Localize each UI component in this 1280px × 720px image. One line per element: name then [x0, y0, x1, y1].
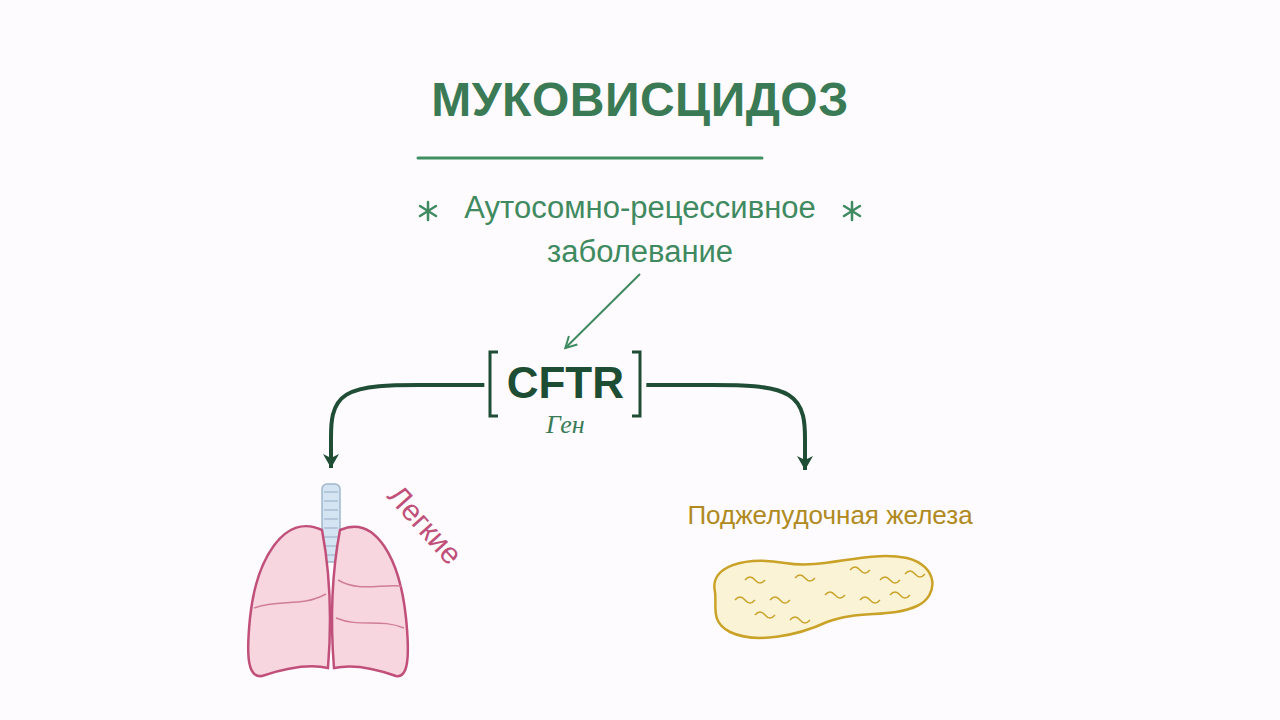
pancreas-lobule — [905, 571, 925, 577]
trachea-ring — [324, 518, 338, 519]
pancreas-lobule — [860, 597, 880, 603]
lung-fissure — [254, 594, 326, 608]
pancreas-lobule — [795, 575, 815, 581]
lungs-organ: Легкие — [240, 468, 480, 683]
arrow-connector — [646, 385, 805, 470]
pancreas-lobule — [755, 612, 775, 618]
right-lung — [332, 527, 408, 676]
node-label: Аутосомно-рецессивное заболевание — [440, 186, 840, 274]
pancreas-lobule — [890, 592, 910, 598]
title-underline — [418, 157, 762, 160]
bracket-symbol — [490, 352, 498, 416]
arrow-connector — [565, 274, 640, 348]
trachea-ring — [324, 545, 338, 546]
asterisk-symbol — [844, 202, 860, 220]
pancreas-lobule — [770, 597, 790, 603]
lung-fissure — [336, 580, 404, 628]
subtitle-box: Аутосомно-рецессивное заболевание — [440, 186, 840, 274]
trachea-ring — [324, 500, 338, 501]
pancreas-lobule — [880, 577, 900, 583]
bracket-symbol — [632, 352, 640, 416]
node-label: CFTR — [506, 348, 624, 418]
gene-label: CFTRГен — [484, 348, 646, 438]
pancreas-lobule — [825, 592, 845, 598]
lungs-illustration — [240, 468, 480, 683]
trachea-ring — [324, 536, 338, 537]
pancreas-lobule — [790, 617, 810, 623]
trachea-ring — [324, 509, 338, 510]
diagram-title: МУКОВИСЦИДОЗ — [0, 72, 1280, 127]
arrow-connector — [331, 385, 484, 468]
pancreas-lobule — [745, 577, 765, 583]
pancreas-organ: Поджелудочная железа — [675, 470, 985, 655]
pancreas-illustration — [675, 470, 985, 655]
node-sublabel: Ген — [506, 412, 624, 438]
trachea-ring — [324, 491, 338, 492]
pancreas-outline — [714, 556, 932, 638]
pancreas-lobule — [850, 567, 870, 573]
pancreas-lobule — [735, 597, 755, 603]
node-label: Поджелудочная железа — [675, 500, 985, 531]
node-label: Легкие — [381, 479, 469, 572]
trachea-ring — [324, 527, 338, 528]
asterisk-symbol — [420, 202, 436, 220]
left-lung — [248, 526, 330, 676]
